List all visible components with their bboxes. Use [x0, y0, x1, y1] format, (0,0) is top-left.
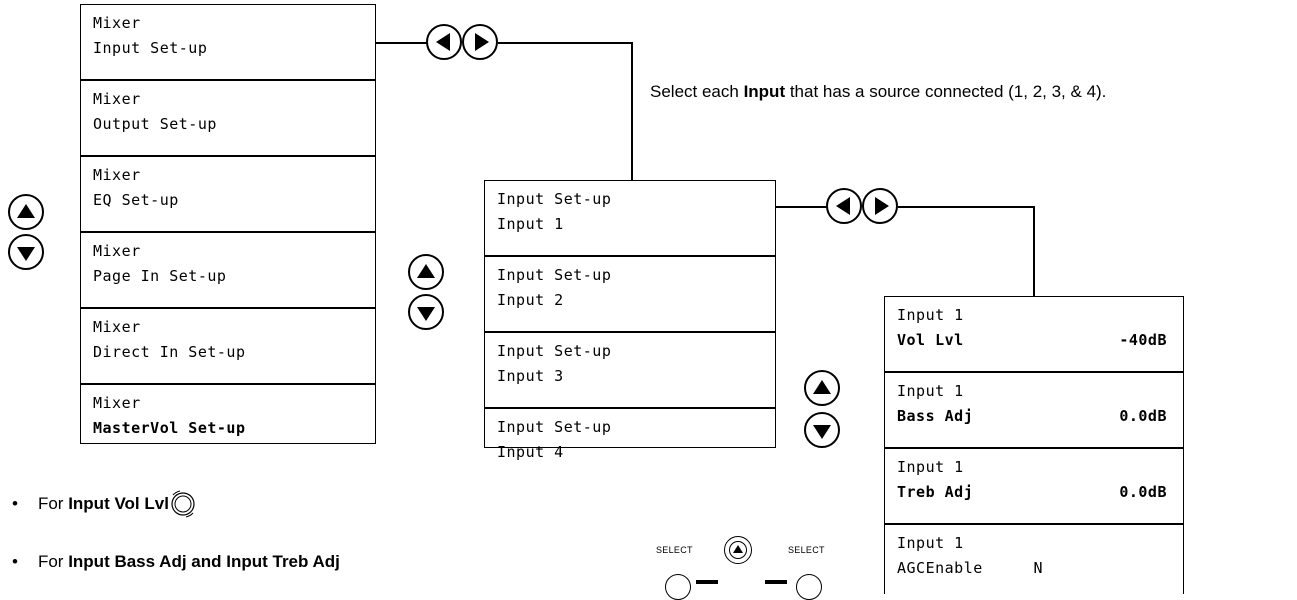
select-label: SELECT — [788, 545, 825, 555]
bullet-bass-treb: • For Input Bass Adj and Input Treb Adj — [12, 552, 340, 572]
param-item-vol-lvl[interactable]: Input 1 Vol Lvl -40dB — [884, 296, 1184, 372]
lcd-line1: Mixer — [93, 166, 141, 184]
lcd-line2: Bass Adj 0.0dB — [897, 404, 1183, 429]
bullet-dot: • — [12, 552, 18, 571]
lcd-line2: Direct In Set-up — [93, 343, 246, 361]
up-arrow-icon — [729, 541, 747, 559]
bullet-pre: For — [37, 552, 69, 571]
lcd-line1: Mixer — [93, 318, 141, 336]
lcd-line2: Treb Adj 0.0dB — [897, 480, 1183, 505]
up-arrow-button[interactable] — [8, 194, 44, 230]
right-arrow-icon — [696, 580, 718, 584]
mixer-item-input-setup[interactable]: Mixer Input Set-up — [80, 4, 376, 80]
left-arrow-icon — [835, 197, 850, 215]
connector-line — [898, 206, 1034, 208]
lcd-line1: Input Set-up — [497, 342, 612, 360]
select-label: SELECT — [656, 545, 693, 555]
rotary-knob-icon — [168, 489, 198, 519]
lcd-line1: Input 1 — [897, 306, 964, 324]
bullet-vol-lvl: • For Input Vol Lvl — [12, 494, 169, 514]
mixer-item-output-setup[interactable]: Mixer Output Set-up — [80, 80, 376, 156]
left-arrow-button[interactable] — [826, 188, 862, 224]
caption-bold: Input — [743, 82, 786, 101]
param-label: Vol Lvl — [897, 331, 964, 349]
caption-post: that has a source connected (1, 2, 3, & … — [785, 82, 1107, 101]
input-item-4[interactable]: Input Set-up Input 4 — [484, 408, 776, 461]
lcd-line1: Mixer — [93, 394, 141, 412]
lcd-line2: EQ Set-up — [93, 191, 179, 209]
up-arrow-icon — [17, 203, 35, 218]
lcd-line2: Output Set-up — [93, 115, 217, 133]
lcd-line2: Input 2 — [497, 291, 564, 309]
lcd-line2: MasterVol Set-up — [93, 419, 246, 437]
lcd-line2: Input 4 — [497, 443, 564, 461]
select-knob-icon — [796, 574, 822, 600]
lcd-line2: Input Set-up — [93, 39, 208, 57]
right-arrow-button[interactable] — [862, 188, 898, 224]
left-arrow-icon — [435, 33, 450, 51]
input-item-3[interactable]: Input Set-up Input 3 — [484, 332, 776, 408]
caption-pre: Select each — [650, 82, 744, 101]
up-arrow-button[interactable] — [804, 370, 840, 406]
up-arrow-button[interactable] — [408, 254, 444, 290]
param-label: Treb Adj — [897, 483, 974, 501]
right-arrow-icon — [874, 197, 889, 215]
instruction-caption: Select each Input that has a source conn… — [650, 82, 1106, 102]
down-arrow-icon — [417, 306, 435, 321]
input-item-1[interactable]: Input Set-up Input 1 — [484, 180, 776, 256]
lcd-line1: Input Set-up — [497, 266, 612, 284]
lcd-line2: Page In Set-up — [93, 267, 227, 285]
select-up-button-icon — [724, 536, 752, 564]
mixer-item-eq-setup[interactable]: Mixer EQ Set-up — [80, 156, 376, 232]
mixer-item-mastervol-setup[interactable]: Mixer MasterVol Set-up — [80, 384, 376, 444]
down-arrow-button[interactable] — [804, 412, 840, 448]
connector-line — [498, 42, 632, 44]
param-label: Bass Adj — [897, 407, 974, 425]
lcd-line1: Mixer — [93, 14, 141, 32]
mixer-item-direct-in-setup[interactable]: Mixer Direct In Set-up — [80, 308, 376, 384]
param-value: 0.0dB — [1119, 407, 1167, 425]
lcd-line2: Vol Lvl -40dB — [897, 328, 1183, 353]
lcd-line1: Input 1 — [897, 382, 964, 400]
down-arrow-button[interactable] — [8, 234, 44, 270]
lcd-line2: Input 1 — [497, 215, 564, 233]
down-arrow-icon — [813, 424, 831, 439]
right-arrow-icon — [765, 580, 787, 584]
lcd-line1: Mixer — [93, 242, 141, 260]
param-value: -40dB — [1119, 331, 1167, 349]
param-value: 0.0dB — [1119, 483, 1167, 501]
left-arrow-button[interactable] — [426, 24, 462, 60]
connector-line — [631, 42, 633, 180]
lcd-line1: Input Set-up — [497, 190, 612, 208]
bullet-bold: Input Vol Lvl — [68, 494, 169, 513]
select-knob-icon — [665, 574, 691, 600]
lcd-line1: Input 1 — [897, 534, 964, 552]
up-arrow-icon — [813, 379, 831, 394]
bullet-pre: For — [37, 494, 69, 513]
input-item-2[interactable]: Input Set-up Input 2 — [484, 256, 776, 332]
lcd-line1: Input 1 — [897, 458, 964, 476]
bullet-bold: Input Bass Adj and Input Treb Adj — [68, 552, 340, 571]
lcd-line1: Mixer — [93, 90, 141, 108]
param-value: N — [1033, 559, 1043, 577]
lcd-line2: Input 3 — [497, 367, 564, 385]
down-arrow-button[interactable] — [408, 294, 444, 330]
param-item-agc-enable[interactable]: Input 1 AGCEnable N — [884, 524, 1184, 594]
up-arrow-icon — [417, 263, 435, 278]
mixer-item-page-in-setup[interactable]: Mixer Page In Set-up — [80, 232, 376, 308]
param-label: AGCEnable — [897, 559, 983, 577]
lcd-line2: AGCEnable N — [897, 556, 1183, 581]
lcd-line1: Input Set-up — [497, 418, 612, 436]
connector-line — [776, 206, 828, 208]
param-item-bass-adj[interactable]: Input 1 Bass Adj 0.0dB — [884, 372, 1184, 448]
connector-line — [376, 42, 428, 44]
param-item-treb-adj[interactable]: Input 1 Treb Adj 0.0dB — [884, 448, 1184, 524]
connector-line — [1033, 206, 1035, 296]
down-arrow-icon — [17, 246, 35, 261]
right-arrow-icon — [474, 33, 489, 51]
bullet-dot: • — [12, 494, 18, 513]
right-arrow-button[interactable] — [462, 24, 498, 60]
